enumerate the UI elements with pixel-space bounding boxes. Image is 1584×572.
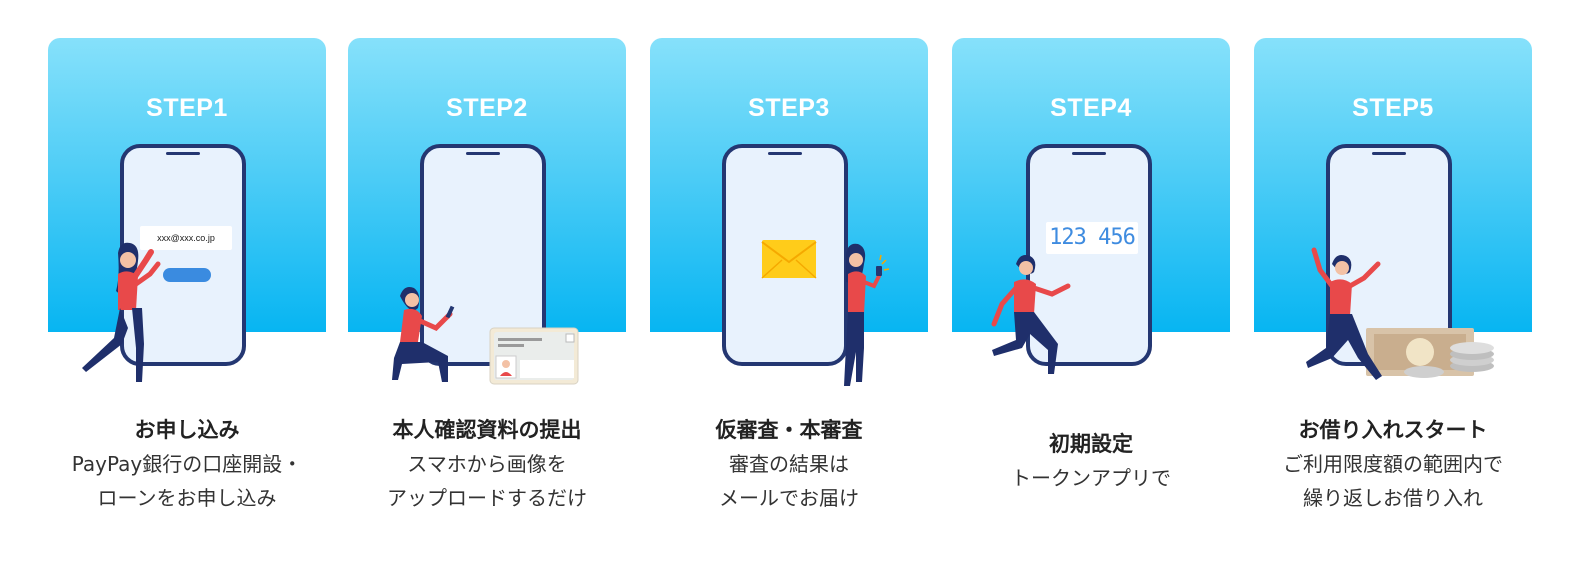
step-description-line-1: ご利用限度額の範囲内で: [1283, 452, 1503, 476]
step-2: STEP2 本人確認資料の提出 スマホから画像を アップロードするだけ: [348, 38, 626, 518]
step-label: STEP5: [1352, 94, 1434, 122]
step-title: お申し込み: [134, 418, 240, 442]
step-label: STEP1: [146, 94, 228, 122]
woman-tapping-phone-icon: [82, 242, 161, 382]
step-description-line-1: 審査の結果は: [729, 452, 849, 476]
step-label: STEP4: [1050, 94, 1132, 122]
step-description-line-2: ローンをお申し込み: [97, 486, 277, 510]
step-title: 仮審査・本審査: [715, 418, 863, 442]
step-title: 本人確認資料の提出: [392, 418, 582, 442]
id-card-icon: [392, 287, 579, 385]
step-title: お借り入れスタート: [1298, 418, 1488, 442]
step-description-line-2: アップロードするだけ: [387, 486, 587, 510]
step-description-line-1: スマホから画像を: [407, 452, 567, 476]
token-code-display: 123 456: [1046, 222, 1138, 254]
phone-illustration: [1026, 144, 1152, 366]
step-description-line-2: メールでお届け: [719, 486, 859, 510]
banknotes-coins-icon: [1306, 247, 1494, 380]
step-title: 初期設定: [1049, 432, 1133, 456]
woman-running-icon: [991, 255, 1071, 374]
step-5: STEP5 お借り入れスタート ご利用限度額の範囲内で 繰り返しお借り入れ: [1254, 38, 1532, 518]
step-label: STEP2: [446, 94, 528, 122]
step-description-line-1: トークンアプリで: [1011, 466, 1171, 490]
step-description-line-2: 繰り返しお借り入れ: [1303, 486, 1483, 510]
envelope-icon: [761, 240, 890, 386]
step-4: STEP4 123 456 初期設定 トークンアプリで: [952, 38, 1230, 518]
submit-button-illustration: [163, 268, 211, 282]
step-label: STEP3: [748, 94, 830, 122]
step-1: STEP1 xxx@xxx.co.jp お申し込み PayPay銀行の口座開設・…: [48, 38, 326, 518]
step-3: STEP3 仮審査・本審査 審査の結果は メールでお届け: [650, 38, 928, 518]
email-field-illustration: xxx@xxx.co.jp: [140, 226, 232, 250]
step-description-line-1: PayPay銀行の口座開設・: [71, 452, 303, 476]
